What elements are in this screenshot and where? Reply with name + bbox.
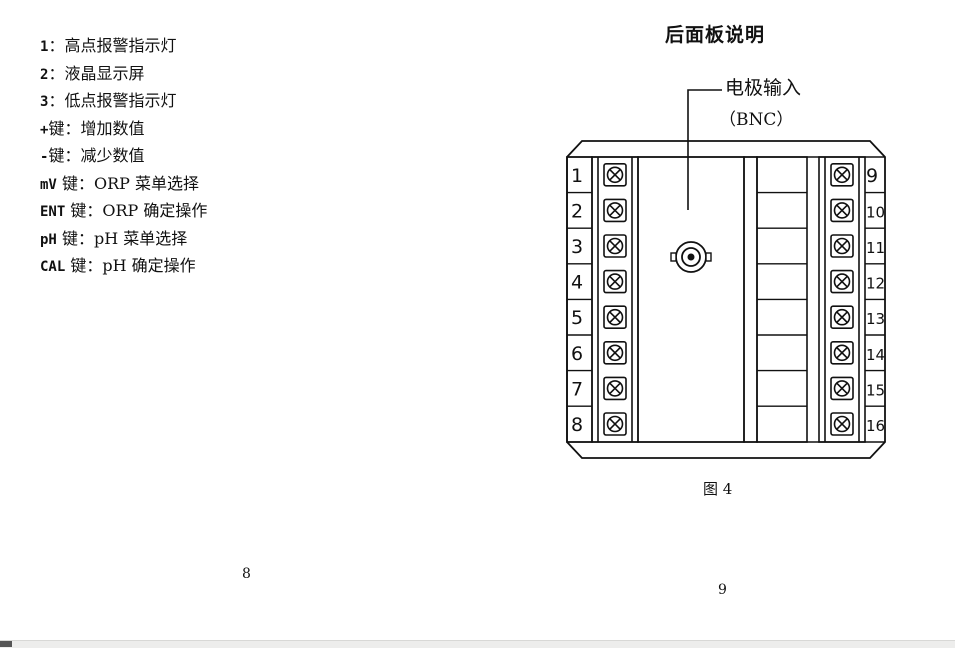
legend-item: mV 键：ORP 菜单选择 <box>40 171 207 199</box>
leader-line <box>687 89 722 210</box>
left-page: 1：高点报警指示灯 2：液晶显示屏 3：低点报警指示灯 +键：增加数值 -键：减… <box>0 0 477 640</box>
screw-terminal-icon <box>830 234 854 258</box>
status-bar <box>0 640 955 648</box>
legend-item: +键：增加数值 <box>40 116 207 144</box>
legend-desc: 键：ORP 确定操作 <box>65 201 208 220</box>
terminal-number-left: 1 <box>571 165 583 187</box>
screw-terminal-icon <box>830 198 854 223</box>
legend-desc: 键：增加数值 <box>48 118 145 138</box>
legend-desc: ：低点报警指示灯 <box>48 91 177 110</box>
status-bar-marker <box>0 641 12 647</box>
screw-terminal-icon <box>830 305 854 329</box>
terminal-number-left: 7 <box>571 378 583 400</box>
figure-caption: 图 4 <box>703 480 733 498</box>
terminal-number-left: 2 <box>571 200 583 222</box>
screw-terminal-icon <box>830 376 854 401</box>
key-legend: 1：高点报警指示灯 2：液晶显示屏 3：低点报警指示灯 +键：增加数值 -键：减… <box>40 33 207 281</box>
terminal-number-left: 6 <box>571 343 583 365</box>
page-number: 9 <box>718 582 727 598</box>
connector-label: 电极输入 <box>725 77 801 99</box>
legend-key: 3 <box>40 94 49 110</box>
screw-terminal-icon <box>830 163 854 187</box>
section-title: 后面板说明 <box>665 24 766 46</box>
screw-terminal-icon <box>603 269 627 294</box>
terminal-number-right: 14 <box>866 346 885 364</box>
legend-key: 2 <box>40 66 49 83</box>
right-page: 后面板说明 图 4 9 <box>477 0 955 640</box>
legend-item: CAL 键：pH 确定操作 <box>40 253 207 281</box>
terminal-number-left: 8 <box>571 414 583 436</box>
legend-key: ENT <box>40 204 66 220</box>
terminal-number-right: 12 <box>866 275 885 293</box>
terminal-number-right: 16 <box>866 417 885 435</box>
terminal-number-right: 9 <box>866 165 878 187</box>
screw-terminal-icon <box>603 412 627 436</box>
legend-desc: ：液晶显示屏 <box>48 63 145 83</box>
screw-terminal-icon <box>603 163 627 187</box>
legend-desc: 键：减少数值 <box>48 146 145 165</box>
terminal-number-right: 10 <box>866 203 885 221</box>
rear-panel-diagram: 电极输入 （BNC） 1 9 2 10 3 11 4 12 5 13 6 14 7 15 8 16 <box>566 77 886 459</box>
legend-key: CAL <box>40 259 66 275</box>
legend-desc: ：高点报警指示灯 <box>48 36 177 55</box>
screw-terminal-icon <box>830 412 854 436</box>
screw-terminal-icon <box>603 305 627 329</box>
connector-type: （BNC） <box>719 110 793 130</box>
legend-desc: 键：pH 确定操作 <box>65 256 196 275</box>
legend-item: 3：低点报警指示灯 <box>40 88 207 116</box>
legend-key: + <box>40 121 49 138</box>
legend-key: mV <box>40 176 57 193</box>
screw-terminal-icon <box>603 340 627 365</box>
screw-terminal-icon <box>603 376 627 401</box>
legend-item: 1：高点报警指示灯 <box>40 33 207 61</box>
screw-terminal-icon <box>603 198 627 223</box>
panel-outline <box>566 140 886 459</box>
legend-key: 1 <box>40 39 49 55</box>
legend-desc: 键：ORP 菜单选择 <box>56 173 199 193</box>
legend-key: pH <box>40 231 57 248</box>
legend-item: 2：液晶显示屏 <box>40 61 207 89</box>
screw-terminal-icon <box>603 234 627 258</box>
terminal-number-left: 3 <box>571 236 583 258</box>
legend-item: -键：减少数值 <box>40 143 207 171</box>
terminal-number-right: 15 <box>866 381 885 399</box>
bnc-connector-icon <box>670 241 712 273</box>
screw-terminal-icon <box>830 269 854 294</box>
terminal-number-left: 4 <box>571 272 583 294</box>
page-number: 8 <box>242 566 251 582</box>
legend-item: ENT 键：ORP 确定操作 <box>40 198 207 226</box>
legend-desc: 键：pH 菜单选择 <box>56 228 188 248</box>
legend-key: - <box>40 149 49 165</box>
terminal-number-right: 11 <box>866 239 885 257</box>
terminal-number-right: 13 <box>866 310 885 328</box>
terminal-number-left: 5 <box>571 307 583 329</box>
screw-terminal-icon <box>830 340 854 365</box>
legend-item: pH 键：pH 菜单选择 <box>40 226 207 254</box>
